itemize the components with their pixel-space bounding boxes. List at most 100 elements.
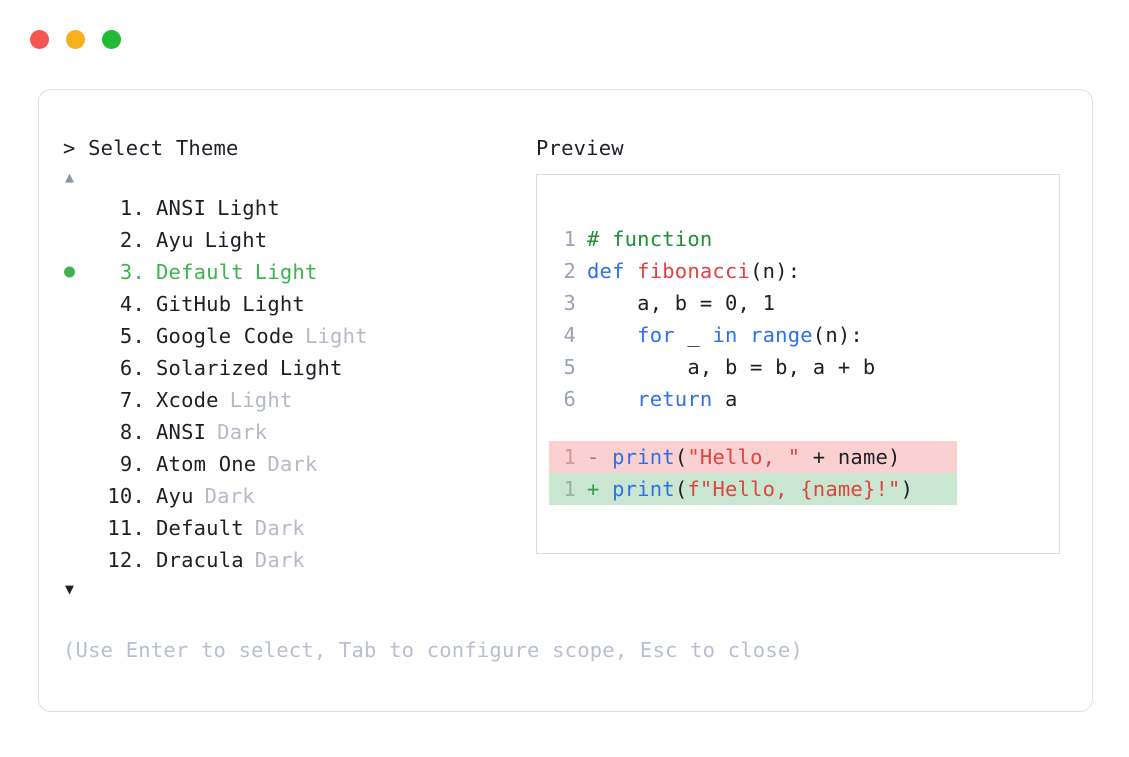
selection-bullet-icon bbox=[64, 363, 75, 374]
code-token: ) bbox=[900, 477, 914, 501]
theme-item-name: Solarized bbox=[156, 356, 269, 380]
code-token: for bbox=[637, 323, 688, 347]
theme-list-item[interactable]: 6. Solarized Light bbox=[63, 352, 533, 384]
selection-bullet-icon bbox=[64, 555, 75, 566]
code-token: a, b = 0, 1 bbox=[587, 291, 776, 315]
theme-item-variant: Dark bbox=[254, 516, 305, 540]
theme-item-name: Google Code bbox=[156, 324, 294, 348]
code-token: a bbox=[712, 387, 738, 411]
code-token: + name) bbox=[800, 445, 901, 469]
theme-item-variant: Light bbox=[279, 356, 343, 380]
code-token: a, b = b, a + b bbox=[587, 355, 876, 379]
theme-item-index: 11. bbox=[107, 516, 145, 540]
diff-removed-line: 1- print("Hello, " + name) bbox=[549, 441, 957, 473]
code-token: # function bbox=[587, 227, 713, 251]
code-token: f"Hello, {name}!" bbox=[687, 477, 901, 501]
selection-bullet-icon bbox=[64, 491, 75, 502]
help-hint: (Use Enter to select, Tab to configure s… bbox=[63, 638, 803, 662]
theme-item-index: 3. bbox=[119, 260, 145, 284]
code-token: in range bbox=[712, 323, 813, 347]
code-line-text: for _ in range(n): bbox=[576, 319, 863, 351]
code-line-number: 6 bbox=[563, 387, 576, 411]
theme-item-name: Ayu bbox=[156, 228, 194, 252]
theme-item-variant: Light bbox=[242, 292, 305, 316]
minimize-button[interactable] bbox=[66, 30, 85, 49]
theme-item-variant: Dark bbox=[204, 484, 255, 508]
code-line-number: 3 bbox=[563, 291, 576, 315]
code-line-text: # function bbox=[576, 223, 712, 255]
theme-item-name: GitHub bbox=[156, 292, 232, 316]
selection-bullet-icon bbox=[64, 299, 75, 310]
theme-item-index: 2. bbox=[119, 228, 145, 252]
theme-list-item[interactable]: 11. Default Dark bbox=[63, 512, 533, 544]
code-token bbox=[587, 387, 637, 411]
preview-label: Preview bbox=[536, 136, 624, 160]
theme-item-index: 12. bbox=[107, 548, 145, 572]
code-line-number: 1 bbox=[563, 445, 576, 469]
window-titlebar bbox=[30, 30, 121, 49]
theme-item-variant: Light bbox=[254, 260, 318, 284]
theme-item-name: Atom One bbox=[156, 452, 257, 476]
selection-bullet-icon bbox=[64, 235, 75, 246]
code-line-text: return a bbox=[576, 383, 738, 415]
code-token: (n): bbox=[750, 259, 801, 283]
theme-list-item[interactable]: 10. Ayu Dark bbox=[63, 480, 533, 512]
theme-item-index: 6. bbox=[119, 356, 145, 380]
code-token: "Hello, " bbox=[687, 445, 801, 469]
theme-item-index: 7. bbox=[119, 388, 145, 412]
code-line-text: + print(f"Hello, {name}!") bbox=[576, 473, 913, 505]
code-token: _ bbox=[687, 323, 713, 347]
code-line-number: 1 bbox=[563, 227, 576, 251]
code-line-number: 4 bbox=[563, 323, 576, 347]
code-line-text: def fibonacci(n): bbox=[576, 255, 800, 287]
code-token: ( bbox=[674, 477, 688, 501]
theme-item-variant: Light bbox=[304, 324, 368, 348]
diff-plus-marker: + bbox=[587, 477, 613, 501]
theme-item-name: ANSI bbox=[156, 196, 207, 220]
theme-item-index: 10. bbox=[107, 484, 145, 508]
scroll-down-arrow[interactable]: ▼ bbox=[65, 580, 75, 598]
code-token: (n): bbox=[812, 323, 863, 347]
selection-bullet-icon bbox=[64, 427, 75, 438]
code-token: fibonacci bbox=[637, 259, 751, 283]
theme-item-variant: Light bbox=[217, 196, 280, 220]
close-button[interactable] bbox=[30, 30, 49, 49]
theme-list-item[interactable]: 3. Default Light bbox=[63, 256, 533, 288]
theme-list-item[interactable]: 1. ANSI Light bbox=[63, 192, 533, 224]
selection-bullet-icon bbox=[64, 523, 75, 534]
theme-item-variant: Dark bbox=[267, 452, 318, 476]
theme-item-name: Default bbox=[156, 516, 244, 540]
code-token bbox=[587, 323, 637, 347]
code-token: return bbox=[637, 387, 713, 411]
code-token: def bbox=[587, 259, 638, 283]
diff-lines: 1- print("Hello, " + name)1+ print(f"Hel… bbox=[549, 441, 1053, 505]
maximize-button[interactable] bbox=[102, 30, 121, 49]
code-line: 3 a, b = 0, 1 bbox=[554, 287, 1053, 319]
diff-added-line: 1+ print(f"Hello, {name}!") bbox=[549, 473, 957, 505]
selection-bullet-icon bbox=[64, 266, 75, 278]
theme-item-name: Ayu bbox=[156, 484, 194, 508]
theme-item-variant: Dark bbox=[217, 420, 268, 444]
theme-item-index: 1. bbox=[119, 196, 145, 220]
prompt-title: > Select Theme bbox=[63, 136, 239, 160]
theme-item-name: Default bbox=[156, 260, 244, 284]
code-line: 6 return a bbox=[554, 383, 1053, 415]
code-token: print bbox=[612, 477, 675, 501]
scroll-up-arrow[interactable]: ▲ bbox=[65, 168, 75, 186]
